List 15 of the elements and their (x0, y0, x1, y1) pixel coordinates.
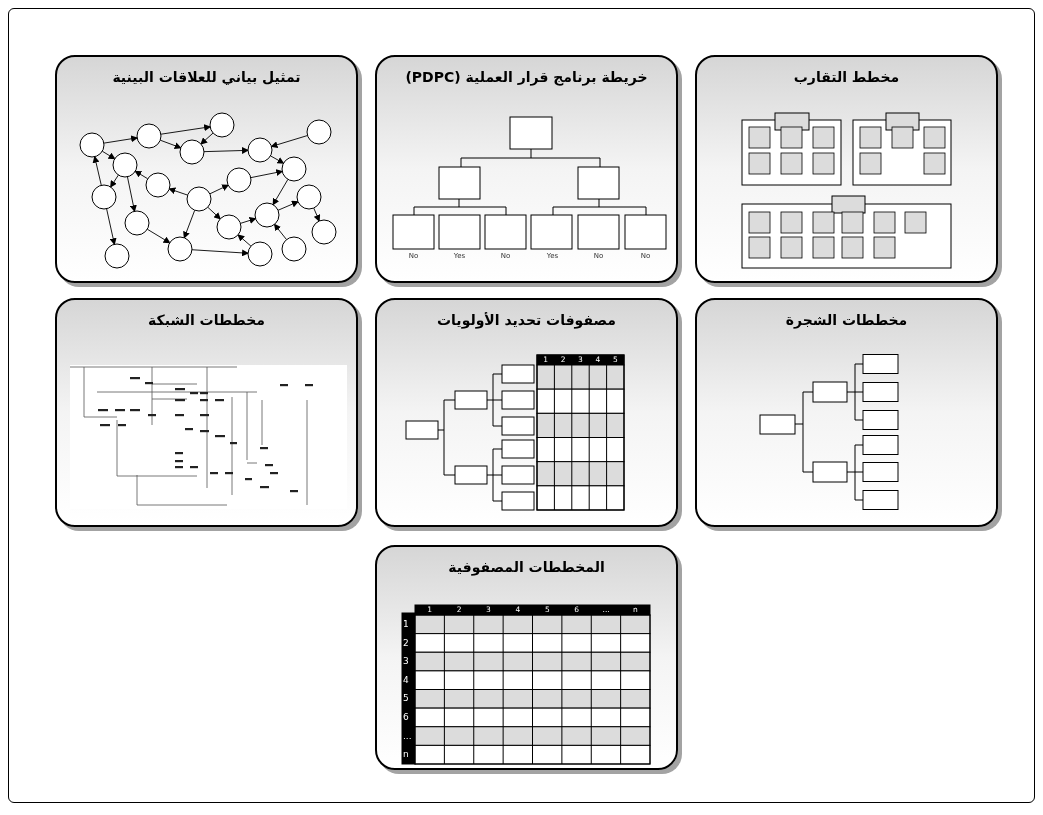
row-header: 5 (403, 693, 410, 705)
row-header: 1 (403, 619, 410, 630)
card-title: مخططات الشبكة (148, 312, 265, 330)
row-header: 3 (403, 656, 410, 668)
row-header: 2 (403, 637, 410, 649)
card-title: مخططات الشجرة (785, 312, 908, 330)
card-title: مخطط التقارب (793, 69, 900, 87)
row-header: 4 (403, 674, 410, 686)
card-title: مصفوفات تحديد الأولويات (437, 312, 616, 330)
row-header: 6 (403, 712, 410, 723)
row-header: ... (403, 730, 413, 742)
card-title: المخططات المصفوفية (448, 559, 605, 577)
row-header: n (403, 749, 410, 761)
card-title: خريطة برنامج قرار العملية (PDPC) (405, 69, 648, 87)
card-title: تمثيل بياني للعلاقات البينية (112, 69, 301, 87)
